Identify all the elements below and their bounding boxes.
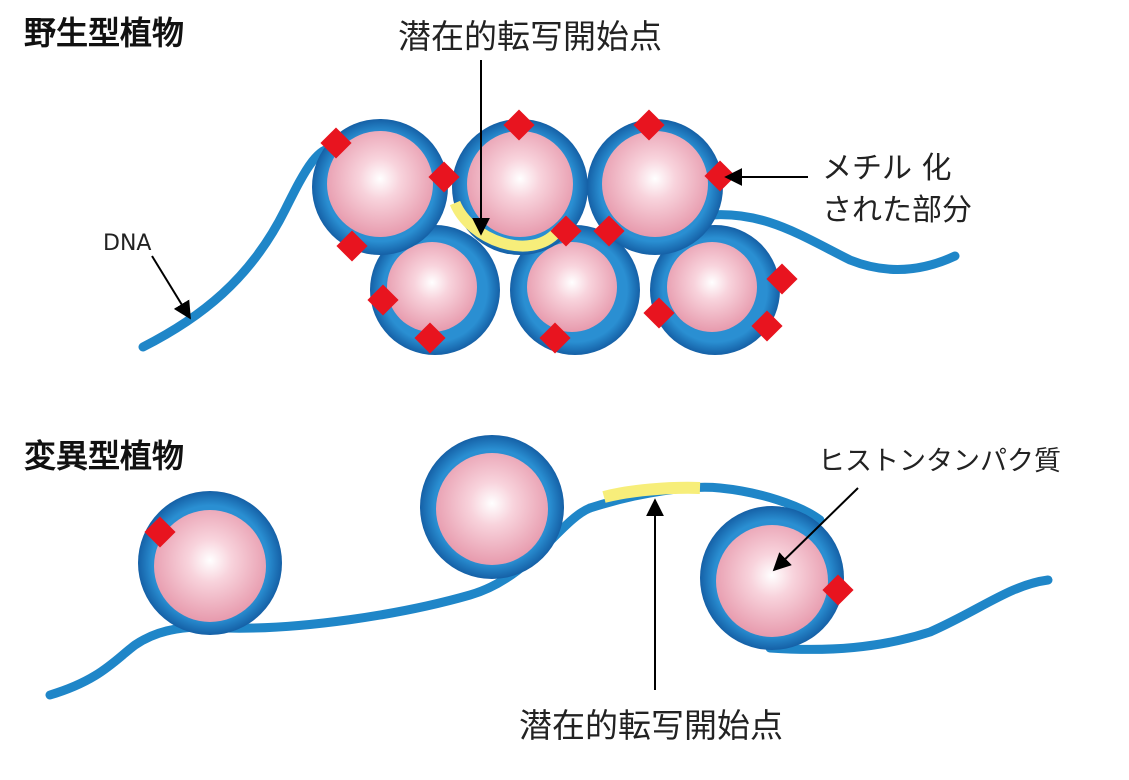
methylation-mark-icon: [320, 127, 352, 159]
methyl-label-line1: メチル 化: [822, 151, 952, 186]
methyl-label-line2: された部分: [822, 193, 972, 228]
dna-label: DNA: [103, 231, 151, 256]
histone-core: [527, 242, 617, 332]
histone-label: ヒストンタンパク質: [818, 446, 1061, 477]
methylation-mark-icon: [367, 284, 399, 316]
histone-core: [436, 453, 548, 565]
histone-core: [667, 242, 757, 332]
histone-core: [602, 131, 708, 237]
nucleosome: [587, 119, 723, 255]
mutant-title: 変異型植物: [24, 437, 184, 475]
tss-label-bottom: 潜在的転写開始点: [519, 706, 783, 745]
dna-arrow: [151, 255, 191, 320]
nucleosome: [700, 506, 844, 650]
nucleosome: [420, 435, 564, 579]
histone-core: [387, 242, 477, 332]
nucleosome: [510, 225, 640, 355]
nucleosome: [650, 225, 780, 355]
methylation-mark-icon: [414, 322, 446, 354]
dna-strand-mutant-right: [765, 575, 1053, 654]
histone-core: [327, 131, 433, 237]
methylation-mark-icon: [336, 230, 368, 262]
histone-core: [716, 525, 828, 637]
dna-strand-wild-right: [695, 210, 960, 274]
nucleosome: [138, 491, 282, 635]
nucleosome: [312, 119, 448, 255]
tss-label-top: 潜在的転写開始点: [398, 17, 662, 56]
dna-strand-wild-left: [138, 143, 345, 352]
wild-type-title: 野生型植物: [24, 14, 184, 52]
nucleosome: [370, 225, 500, 355]
tss-highlight-mutant: [602, 481, 701, 503]
tss-highlight-wild: [449, 200, 562, 252]
histone-arrow: [772, 487, 859, 572]
histone-core: [467, 131, 573, 237]
methylation-mark-icon: [428, 161, 460, 193]
histone-core: [154, 510, 266, 622]
